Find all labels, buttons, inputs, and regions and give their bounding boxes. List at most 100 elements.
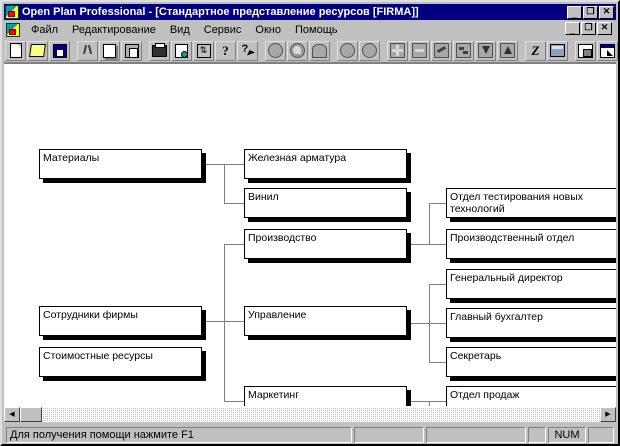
diagram-node-proizv-otdel[interactable]: Производственный отдел bbox=[446, 229, 616, 259]
mdi-close-button[interactable]: ✕ bbox=[597, 22, 612, 35]
conn-to-marketing bbox=[224, 401, 244, 402]
scrollbar-thumb[interactable] bbox=[20, 407, 42, 422]
conn-to-proizvodstvo bbox=[224, 244, 244, 245]
resource-globe-button[interactable] bbox=[287, 40, 308, 61]
conn-marketing-stub bbox=[411, 401, 429, 402]
horizontal-scrollbar[interactable]: ◀ ▶ bbox=[4, 406, 616, 422]
diagram-node-label: Производство bbox=[248, 232, 317, 244]
diagram-node-upravlenie[interactable]: Управление bbox=[244, 306, 407, 336]
diagram-node-otdel-test[interactable]: Отдел тестирования новых технологий bbox=[446, 188, 616, 218]
mdi-document-icon[interactable] bbox=[6, 22, 20, 37]
conn-sotrudniki-bus bbox=[224, 244, 225, 401]
close-icon: ✕ bbox=[602, 5, 611, 16]
mdi-minimize-button[interactable]: _ bbox=[565, 22, 580, 35]
diagram-node-label: Сотрудники фирмы bbox=[43, 309, 138, 321]
print-icon bbox=[152, 42, 167, 57]
help-icon: ? bbox=[222, 43, 229, 58]
link-button[interactable] bbox=[431, 40, 452, 61]
resource-grey2-button[interactable] bbox=[359, 40, 380, 61]
context-help-button[interactable] bbox=[237, 40, 258, 61]
cut-button[interactable] bbox=[77, 40, 98, 61]
move-down-button[interactable] bbox=[475, 40, 496, 61]
move-down-icon bbox=[478, 43, 493, 58]
cut-icon bbox=[82, 45, 93, 57]
diagram-node-otdel-prodazh[interactable]: Отдел продаж bbox=[446, 386, 616, 406]
scrollbar-track[interactable] bbox=[20, 407, 600, 422]
menu-item-help[interactable]: Помощь bbox=[294, 23, 338, 36]
print-preview-button[interactable] bbox=[171, 40, 192, 61]
copy-button[interactable] bbox=[99, 40, 120, 61]
remove-button[interactable] bbox=[409, 40, 430, 61]
hierarchy-icon bbox=[456, 43, 471, 58]
conn-to-sekretar bbox=[429, 362, 446, 363]
save-button[interactable] bbox=[49, 40, 70, 61]
open-icon bbox=[29, 44, 46, 57]
sort-arrows-button[interactable]: ⇅ bbox=[193, 40, 214, 61]
new-button[interactable] bbox=[5, 40, 26, 61]
title-bar: Open Plan Professional - [Стандартное пр… bbox=[4, 4, 616, 20]
conn-marketing-bus bbox=[429, 401, 430, 406]
menu-item-window[interactable]: Окно bbox=[255, 23, 281, 36]
resource-house-button[interactable] bbox=[309, 40, 330, 61]
conn-to-upravlenie bbox=[224, 321, 244, 322]
app-icon[interactable] bbox=[5, 5, 19, 19]
diagram-node-proizvodstvo[interactable]: Производство bbox=[244, 229, 407, 259]
open-button[interactable] bbox=[27, 40, 48, 61]
diagram-node-label: Управление bbox=[248, 309, 307, 321]
table-view-icon bbox=[550, 44, 565, 57]
help-button[interactable]: ? bbox=[215, 40, 236, 61]
diagram-node-vinil[interactable]: Винил bbox=[244, 188, 407, 218]
conn-to-vinil bbox=[224, 203, 244, 204]
menu-item-view[interactable]: Вид bbox=[169, 23, 190, 36]
resource-circle-button[interactable] bbox=[265, 40, 286, 61]
menu-item-tools[interactable]: Сервис bbox=[203, 23, 242, 36]
tile-windows-button[interactable] bbox=[575, 40, 596, 61]
menu-item-edit[interactable]: Редактирование bbox=[72, 23, 156, 36]
restore-button[interactable]: ❐ bbox=[583, 5, 598, 19]
diagram-node-sekretar[interactable]: Секретарь bbox=[446, 347, 616, 377]
scroll-left-button[interactable]: ◀ bbox=[4, 407, 20, 422]
scroll-right-button[interactable]: ▶ bbox=[600, 407, 616, 422]
diagram-node-stoim-resursy[interactable]: Стоимостные ресурсы bbox=[39, 347, 202, 377]
resource-grey-icon bbox=[340, 43, 355, 58]
status-panel-3 bbox=[528, 427, 546, 443]
menu-item-file[interactable]: Файл bbox=[31, 23, 59, 36]
remove-icon bbox=[412, 43, 427, 58]
paste-button[interactable] bbox=[121, 40, 142, 61]
diagram-node-gl-buhgalter[interactable]: Главный бухгалтер bbox=[446, 308, 616, 338]
move-up-button[interactable] bbox=[497, 40, 518, 61]
conn-to-otdel-test bbox=[429, 203, 446, 204]
cascade-windows-button[interactable] bbox=[597, 40, 618, 61]
zigzag-button[interactable]: Z bbox=[525, 40, 546, 61]
diagram-node-label: Отдел продаж bbox=[450, 389, 520, 401]
diagram-node-materialy[interactable]: Материалы bbox=[39, 149, 202, 179]
diagram-node-label: Генеральный директор bbox=[450, 272, 563, 284]
diagram-node-label: Маркетинг bbox=[248, 389, 300, 401]
diagram-node-gen-director[interactable]: Генеральный директор bbox=[446, 269, 616, 299]
mdi-close-icon: ✕ bbox=[600, 22, 609, 32]
conn-proizvodstvo-bus bbox=[429, 203, 430, 244]
print-button[interactable] bbox=[149, 40, 170, 61]
hierarchy-button[interactable] bbox=[453, 40, 474, 61]
mdi-restore-button[interactable]: ❐ bbox=[581, 22, 596, 35]
mdi-child-controls: _ ❐ ✕ bbox=[564, 22, 612, 35]
add-button[interactable] bbox=[387, 40, 408, 61]
diagram-node-label: Материалы bbox=[43, 152, 100, 164]
table-view-button[interactable] bbox=[547, 40, 568, 61]
diagram-node-label: Железная арматура bbox=[248, 152, 347, 164]
close-button[interactable]: ✕ bbox=[599, 5, 614, 19]
minimize-button[interactable]: _ bbox=[567, 5, 582, 19]
link-icon bbox=[434, 43, 449, 58]
conn-proizvodstvo-stub bbox=[411, 244, 429, 245]
diagram-node-zh-armatura[interactable]: Железная арматура bbox=[244, 149, 407, 179]
diagram-node-marketing[interactable]: Маркетинг bbox=[244, 386, 407, 406]
sort-arrows-icon: ⇅ bbox=[196, 43, 211, 58]
status-panel-2 bbox=[426, 427, 526, 443]
resource-grey-button[interactable] bbox=[337, 40, 358, 61]
menu-bar: Файл Редактирование Вид Сервис Окно Помо… bbox=[4, 21, 616, 38]
diagram-node-sotrudniki[interactable]: Сотрудники фирмы bbox=[39, 306, 202, 336]
context-help-icon bbox=[242, 43, 254, 57]
